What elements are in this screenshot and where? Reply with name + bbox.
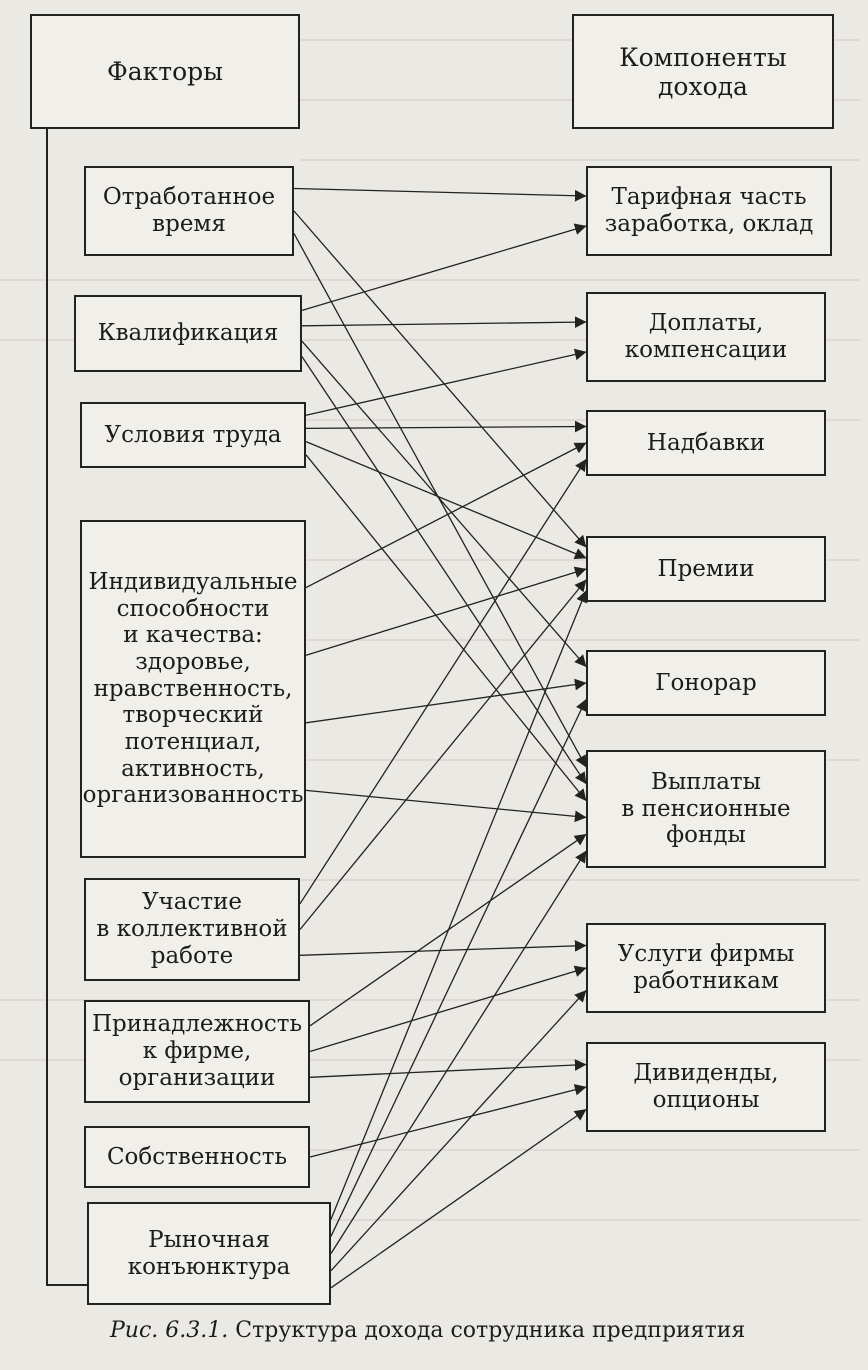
left-bracket-line bbox=[46, 125, 87, 1286]
link-arrow-f4-c5 bbox=[305, 678, 587, 724]
factor-box-qualification: Квалификация bbox=[74, 295, 302, 372]
link-arrow-f2-c6 bbox=[301, 356, 587, 785]
link-arrow-f8-c6 bbox=[330, 850, 587, 1254]
component-label: Выплаты в пенсионные фонды bbox=[621, 768, 791, 849]
factor-label: Отработанное время bbox=[102, 184, 276, 237]
link-arrow-f6-c7 bbox=[309, 965, 587, 1053]
factor-label: Квалификация bbox=[97, 320, 279, 347]
factor-label: Собственность bbox=[106, 1143, 288, 1170]
link-arrow-f4-c3 bbox=[305, 442, 587, 589]
link-arrow-f3-c6 bbox=[305, 454, 587, 802]
factor-box-individual-abilities: Индивидуальные способности и качества: з… bbox=[80, 520, 306, 858]
component-label: Доплаты, компенсации bbox=[624, 310, 788, 363]
link-arrow-f3-c3 bbox=[305, 420, 587, 433]
component-label: Премии bbox=[657, 555, 755, 582]
link-arrow-f1-c1 bbox=[293, 187, 587, 202]
link-arrow-f3-c2 bbox=[305, 348, 587, 416]
factor-label: Принадлежность к фирме, организации bbox=[92, 1011, 302, 1091]
link-arrow-f5-c3 bbox=[299, 459, 587, 905]
component-box-company-services: Услуги фирмы работникам bbox=[586, 923, 826, 1013]
link-arrow-f5-c7 bbox=[299, 940, 587, 956]
component-label: Дивиденды, опционы bbox=[633, 1060, 779, 1113]
factor-label: Участие в коллективной работе bbox=[96, 889, 288, 969]
component-label: Надбавки bbox=[646, 429, 766, 456]
caption-number: 6.3.1. bbox=[165, 1318, 229, 1343]
link-arrow-f6-c8 bbox=[309, 1059, 587, 1078]
component-box-fee: Гонорар bbox=[586, 650, 826, 716]
factors-header: Факторы bbox=[30, 14, 300, 129]
component-box-bonuses-allowances: Надбавки bbox=[586, 410, 826, 476]
factor-box-company-affiliation: Принадлежность к фирме, организации bbox=[84, 1000, 310, 1103]
factor-label: Условия труда bbox=[104, 421, 282, 448]
link-arrow-f2-c1 bbox=[301, 223, 587, 312]
component-box-tariff-salary: Тарифная часть заработка, оклад bbox=[586, 166, 832, 256]
factor-box-worked-time: Отработанное время bbox=[84, 166, 294, 256]
link-arrow-f8-c7 bbox=[330, 990, 587, 1272]
factors-header-label: Факторы bbox=[106, 57, 224, 86]
factor-box-collective-work: Участие в коллективной работе bbox=[84, 878, 300, 981]
link-arrow-f8-c5 bbox=[330, 698, 587, 1237]
caption-prefix: Рис. bbox=[110, 1318, 159, 1343]
link-arrow-f8-c4 bbox=[330, 590, 588, 1220]
component-label: Гонорар bbox=[655, 669, 757, 696]
component-box-pension-payments: Выплаты в пенсионные фонды bbox=[586, 750, 826, 868]
factor-label: Рыночная конъюнктура bbox=[127, 1226, 291, 1280]
link-arrow-f8-c8 bbox=[330, 1108, 587, 1289]
figure-caption: Рис. 6.3.1. Структура дохода сотрудника … bbox=[110, 1318, 810, 1343]
link-arrow-f4-c6 bbox=[305, 789, 587, 823]
link-arrow-f1-c4 bbox=[293, 210, 587, 548]
factor-box-market-conditions: Рыночная конъюнктура bbox=[87, 1202, 331, 1305]
caption-text: Структура дохода сотрудника предприятия bbox=[235, 1318, 746, 1343]
components-header: Компоненты дохода bbox=[572, 14, 834, 129]
link-arrow-f3-c4 bbox=[305, 440, 587, 560]
components-header-label: Компоненты дохода bbox=[619, 42, 787, 101]
component-label: Услуги фирмы работникам bbox=[617, 941, 795, 994]
component-box-premiums: Премии bbox=[586, 536, 826, 602]
factor-box-working-conditions: Условия труда bbox=[80, 402, 306, 468]
link-arrow-f5-c4 bbox=[299, 579, 587, 930]
link-arrow-f7-c8 bbox=[309, 1084, 587, 1158]
factor-label: Индивидуальные способности и качества: з… bbox=[82, 568, 304, 809]
link-arrow-f2-c2 bbox=[301, 316, 587, 328]
factor-box-ownership: Собственность bbox=[84, 1126, 310, 1188]
component-box-surcharges: Доплаты, компенсации bbox=[586, 292, 826, 382]
component-box-dividends-options: Дивиденды, опционы bbox=[586, 1042, 826, 1132]
component-label: Тарифная часть заработка, оклад bbox=[604, 184, 814, 237]
link-arrow-f2-c5 bbox=[301, 340, 587, 667]
link-arrow-f4-c4 bbox=[305, 566, 587, 656]
